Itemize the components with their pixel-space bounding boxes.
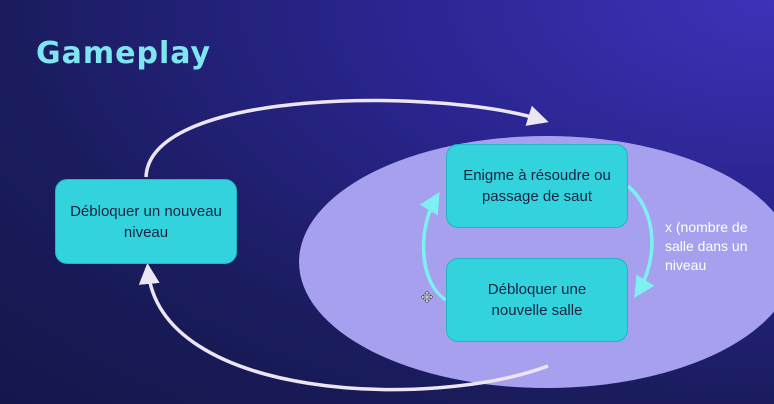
move-cursor-icon [421, 291, 433, 303]
node-puzzle: Enigme à résoudre ou passage de saut [446, 144, 628, 228]
loop-count-note: x (nombre de salle dans un niveau [665, 219, 748, 273]
node-unlock-room: Débloquer une nouvelle salle [446, 258, 628, 342]
node-unlock-level: Débloquer un nouveau niveau [55, 179, 237, 264]
page-title: Gameplay [36, 36, 212, 71]
